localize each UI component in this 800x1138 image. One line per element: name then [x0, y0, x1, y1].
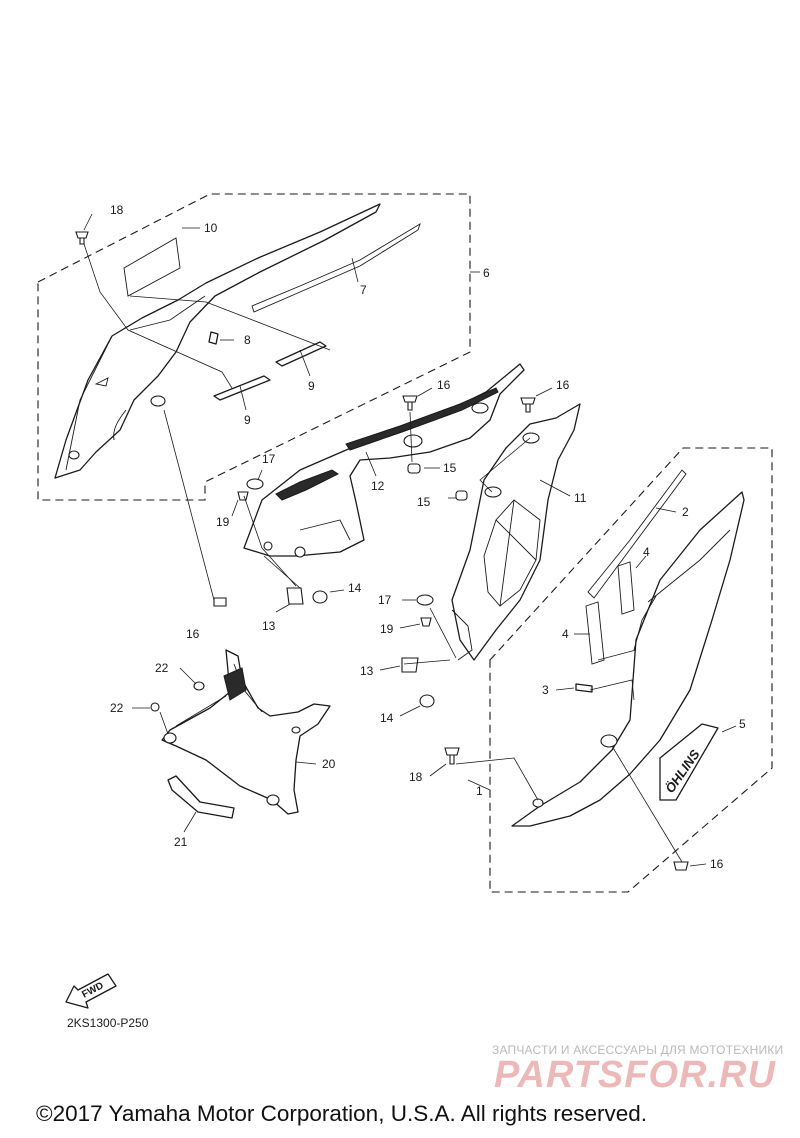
part-20-lower-cover	[161, 649, 331, 815]
callout-7: 7	[360, 283, 367, 297]
callout-15: 15	[443, 461, 457, 475]
callout-16: 16	[186, 627, 200, 641]
part-8-pin	[208, 331, 219, 345]
callout-14: 14	[348, 581, 362, 595]
part-6-side-cowl	[54, 203, 381, 479]
callout-1: 1	[476, 784, 483, 798]
callout-2: 2	[682, 505, 689, 519]
callout-14: 14	[380, 711, 394, 725]
callout-10: 10	[204, 221, 218, 235]
callout-9: 9	[244, 413, 251, 427]
callout-8: 8	[244, 333, 251, 347]
callout-22: 22	[155, 661, 169, 675]
callout-19: 19	[380, 622, 394, 636]
leader-lines	[83, 213, 737, 867]
callout-4: 4	[562, 627, 569, 641]
callout-12: 12	[371, 479, 385, 493]
fasteners	[75, 231, 689, 871]
part-9-seal-b	[213, 375, 271, 401]
part-10-sticker	[123, 237, 181, 297]
callout-5: 5	[739, 717, 746, 731]
callout-17: 17	[262, 452, 276, 466]
callout-15: 15	[417, 495, 431, 509]
part-12-inner-panel	[243, 363, 525, 558]
part-5-emblem: ÖHLINS	[659, 723, 719, 801]
watermark-tagline: ЗАПЧАСТИ И АКСЕССУАРЫ ДЛЯ МОТОТЕХНИКИ	[492, 1043, 784, 1057]
callouts: 18 10 6 7 8 9 9 16 16 15 15 12 11 17 19 …	[110, 203, 746, 871]
callout-17: 17	[378, 593, 392, 607]
fwd-arrow-icon: FWD	[65, 973, 117, 1009]
callout-13: 13	[360, 664, 374, 678]
callout-13: 13	[262, 619, 276, 633]
callout-18: 18	[409, 770, 423, 784]
part-9-seal-a	[275, 341, 327, 367]
assembly-box-6	[37, 193, 471, 501]
callout-18: 18	[110, 203, 124, 217]
callout-21: 21	[174, 835, 188, 849]
callout-16: 16	[556, 378, 570, 392]
watermark-logo: PARTSFOR.RU	[494, 1054, 776, 1096]
diagram-code: 2KS1300-P250	[67, 1016, 149, 1030]
callout-6: 6	[483, 266, 490, 280]
part-3-pin	[575, 683, 593, 693]
callout-3: 3	[542, 683, 549, 697]
part-1-side-cowl	[511, 491, 745, 827]
callout-11: 11	[574, 491, 587, 505]
callout-19: 19	[216, 515, 230, 529]
callout-4: 4	[643, 545, 650, 559]
callout-16: 16	[710, 857, 724, 871]
callout-9: 9	[308, 379, 315, 393]
callout-20: 20	[322, 757, 336, 771]
callout-22: 22	[110, 701, 124, 715]
part-11-inner-bracket	[451, 403, 581, 661]
part-7-stripe	[251, 222, 421, 313]
callout-16: 16	[437, 378, 451, 392]
part-2-stripe	[587, 469, 687, 599]
part-4-sticker-b	[585, 601, 605, 665]
copyright-notice: ©2017 Yamaha Motor Corporation, U.S.A. A…	[36, 1101, 648, 1126]
part-21-trim	[167, 775, 235, 819]
part-4-sticker-a	[617, 561, 635, 615]
assembly-box-1	[489, 447, 773, 893]
